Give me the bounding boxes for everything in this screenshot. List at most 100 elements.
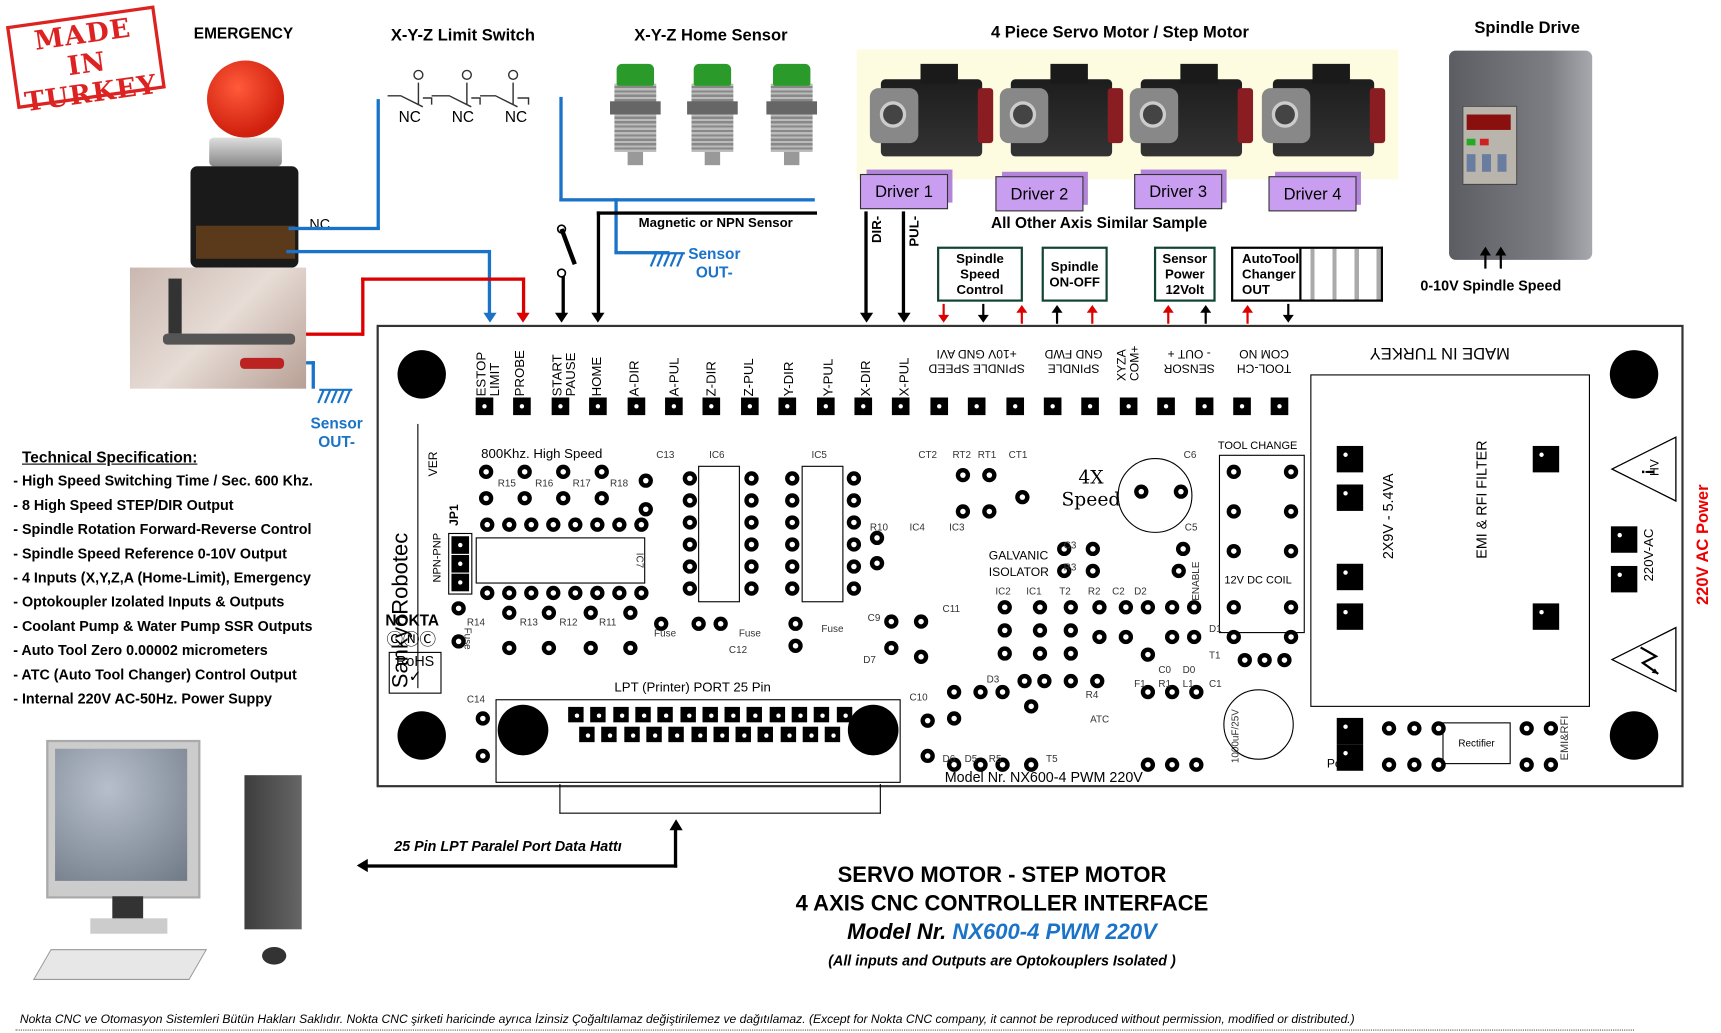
jp1-jumper[interactable] xyxy=(448,532,473,595)
wire xyxy=(376,99,380,230)
terminal-pad[interactable] xyxy=(702,397,721,416)
lpt-pin xyxy=(568,706,584,723)
pcb-hole xyxy=(744,493,759,508)
component-label: IC4 xyxy=(909,521,925,533)
component-label: R13 xyxy=(519,616,538,628)
pcb-hole xyxy=(1164,684,1180,700)
limit-nc-3: NC xyxy=(504,107,528,126)
terminal-pad[interactable] xyxy=(1043,397,1062,416)
tech-spec-list: - High Speed Switching Time / Sec. 600 K… xyxy=(13,469,313,711)
lpt-pin xyxy=(623,726,640,743)
pcb-hole xyxy=(568,517,583,532)
pcb-hole xyxy=(1017,673,1032,689)
ac-power-label: 220V AC Power xyxy=(1693,484,1713,606)
terminal-pad[interactable] xyxy=(513,397,532,416)
pcb-hole xyxy=(1092,629,1107,645)
ic5-chip xyxy=(801,465,844,603)
product-note: (All inputs and Outputs are Optokouplers… xyxy=(828,952,1176,969)
terminal-pad[interactable] xyxy=(1271,397,1289,416)
terminal-pad[interactable] xyxy=(1195,397,1213,416)
arrow-left-icon xyxy=(356,858,368,873)
tech-spec-item: - 8 High Speed STEP/DIR Output xyxy=(13,496,234,514)
component-label: R2 xyxy=(1087,585,1101,597)
pcb-hole xyxy=(846,537,862,552)
ct2-label: CT2 xyxy=(918,449,938,461)
high-voltage-warning-icon: ! xyxy=(1610,436,1677,503)
pcb-hole xyxy=(612,517,627,532)
pin-label-sensor-top: SENSOR xyxy=(1163,361,1215,375)
tech-spec-title: Technical Specification: xyxy=(22,448,198,466)
wire xyxy=(596,211,818,215)
pcb-hole xyxy=(955,504,971,519)
component-label: D0 xyxy=(1182,663,1196,675)
component-label: C10 xyxy=(909,691,928,703)
lpt-pin xyxy=(702,706,718,723)
emergency-heading: EMERGENCY xyxy=(193,24,294,42)
dir-label: DIR- xyxy=(868,215,885,243)
all-other-axis-label: All Other Axis Similar Sample xyxy=(990,213,1208,232)
component-label: R4 xyxy=(1085,689,1099,701)
lpt-port-label: LPT (Printer) PORT 25 Pin xyxy=(614,679,771,695)
fuse-label: Fuse xyxy=(738,627,761,639)
terminal-pad[interactable] xyxy=(816,397,835,416)
component-label: R10 xyxy=(869,521,889,533)
lpt-cable xyxy=(673,825,678,868)
footer-divider xyxy=(15,1029,1635,1031)
pcb-hole xyxy=(517,491,532,506)
terminal-pad[interactable] xyxy=(589,397,607,416)
lpt-pin xyxy=(825,726,841,743)
fuse-label: Fuse xyxy=(462,627,474,650)
terminal-pad[interactable] xyxy=(1005,397,1024,416)
terminal-pad[interactable] xyxy=(778,397,797,416)
output-arrows xyxy=(859,312,911,323)
tech-spec-item: - Auto Tool Zero 0.00002 micrometers xyxy=(13,641,268,659)
pcb-hole xyxy=(475,711,490,726)
pcb-hole xyxy=(1283,464,1299,479)
terminal-pad[interactable] xyxy=(627,397,645,416)
sensor-out-left-label: Sensor OUT- xyxy=(311,414,363,451)
lpt-connector[interactable] xyxy=(495,699,901,783)
start-pause-switch-icon xyxy=(556,224,577,278)
pcb-hole xyxy=(1186,600,1202,615)
pcb-hole xyxy=(982,467,997,483)
pcb-hole xyxy=(502,517,517,532)
pin-label: ESTOP LIMIT xyxy=(473,351,503,397)
speed-4x-line1: 4X xyxy=(1078,466,1104,489)
pcb-hole xyxy=(785,471,800,486)
terminal-pad[interactable] xyxy=(475,397,494,416)
pcb-hole xyxy=(1092,600,1107,615)
terminal-pad[interactable] xyxy=(551,397,570,416)
terminal-pad[interactable] xyxy=(1157,397,1176,416)
tech-spec-item: - ATC (Auto Tool Changer) Control Output xyxy=(13,666,297,683)
component-label: R11 xyxy=(598,616,617,628)
terminal-pad[interactable] xyxy=(854,397,873,416)
dir-wire xyxy=(864,211,868,317)
ic6-chip xyxy=(698,465,740,603)
wire xyxy=(264,332,364,336)
terminal-pad[interactable] xyxy=(665,397,683,416)
pcb-hole xyxy=(638,502,653,517)
lpt-pin xyxy=(635,706,651,723)
terminal-pad[interactable] xyxy=(1233,397,1251,416)
board-made-in-turkey: MADE IN TURKEY xyxy=(1369,343,1510,363)
terminal-pad[interactable] xyxy=(740,397,759,416)
pcb-hole xyxy=(1118,629,1134,645)
terminal-pad[interactable] xyxy=(968,397,986,416)
pcb-hole xyxy=(920,713,935,728)
terminal-pad[interactable] xyxy=(892,397,910,416)
nokta-marks: ⒸⓃⒸ xyxy=(386,630,437,650)
terminal-pad[interactable] xyxy=(930,397,948,416)
pin-label-tool-ch-top: TOOL-CH xyxy=(1236,361,1292,375)
pcb-hole xyxy=(1186,629,1202,645)
pcb-hole xyxy=(1283,600,1299,615)
terminal-pad[interactable] xyxy=(1119,397,1138,416)
wire xyxy=(487,249,492,317)
tech-spec-item: - High Speed Switching Time / Sec. 600 K… xyxy=(13,472,313,489)
rt2-label: RT2 xyxy=(952,449,971,461)
spindle-speed-arrows xyxy=(1479,246,1507,269)
terminal-pad[interactable] xyxy=(1081,397,1100,416)
ct1-label: CT1 xyxy=(1008,449,1028,461)
sensor-out-top-line1: Sensor xyxy=(688,244,741,263)
wire xyxy=(614,198,618,254)
